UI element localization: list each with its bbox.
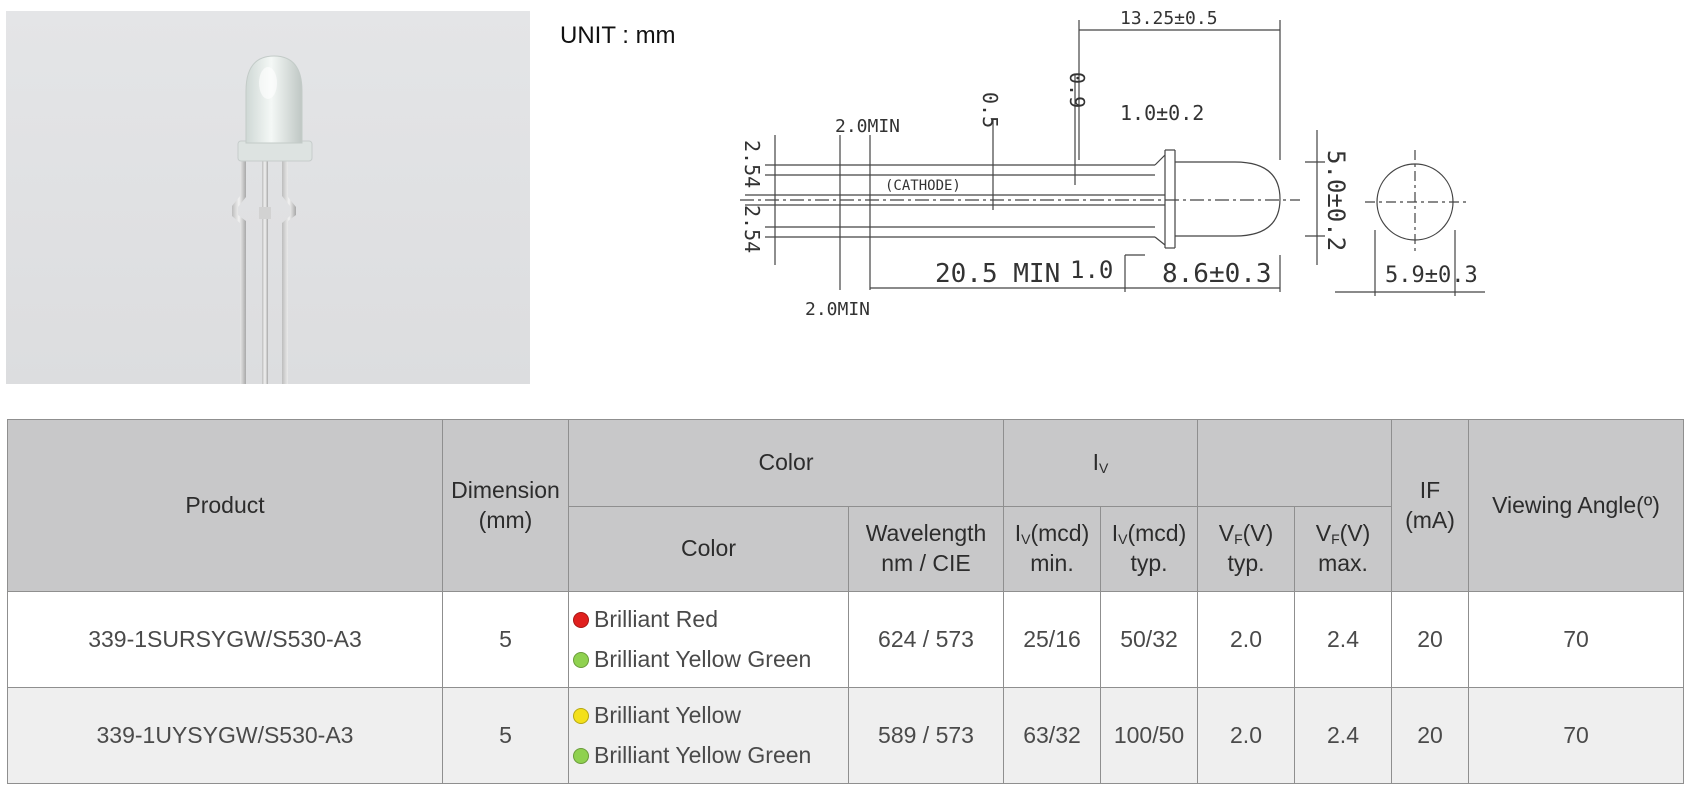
led-image	[232, 55, 313, 384]
header-iv-typ: IV(mcd)typ.	[1099, 506, 1199, 592]
cell-if: 20	[1391, 687, 1470, 784]
dim-1-0: 1.0	[1070, 256, 1113, 284]
color-name: Brilliant Red	[594, 606, 718, 632]
table-row: 339-1UYSYGW/S530-A3 5 Brilliant Yellow B…	[7, 687, 1685, 784]
color-item: Brilliant Yellow Green	[573, 640, 844, 680]
dim-flange-diameter: 5.9±0.3	[1385, 263, 1478, 288]
header-wavelength: Wavelength nm / CIE	[848, 506, 1004, 592]
cell-wavelength: 589 / 573	[848, 687, 1004, 784]
cell-vf-typ: 2.0	[1197, 687, 1296, 784]
header-row-1: Product Dimension (mm) Color IV IF (mA) …	[7, 419, 1685, 592]
cell-viewing-angle: 70	[1468, 591, 1685, 688]
color-item: Brilliant Yellow	[573, 696, 844, 736]
header-row-2: Color Wavelength nm / CIE IV(mcd)min. IV…	[8, 506, 1684, 592]
cell-dimension: 5	[442, 591, 569, 688]
color-dot-icon	[573, 747, 589, 764]
cell-vf-typ: 2.0	[1197, 591, 1296, 688]
color-name: Brilliant Yellow	[594, 702, 742, 728]
header-product: Product	[7, 419, 443, 592]
header-vf-max: VF(V)max.	[1294, 506, 1393, 592]
dim-lead-min-bottom: 2.0MIN	[805, 299, 870, 320]
color-item: Brilliant Yellow Green	[573, 736, 844, 776]
header-if: IF (mA)	[1391, 419, 1470, 592]
table-row: 339-1SURSYGW/S530-A3 5 Brilliant Red Bri…	[7, 591, 1685, 688]
dimension-drawing: 13.25±0.5 2.0MIN 2.0MIN 0.5 0.9 1.0±0.2 …	[740, 8, 1485, 320]
product-photo	[6, 11, 530, 384]
dim-body-length: 8.6±0.3	[1162, 259, 1272, 289]
header-color: Color	[568, 506, 849, 592]
cell-iv-typ: 50/32	[1099, 591, 1199, 688]
color-dot-icon	[573, 707, 589, 724]
cell-color: Brilliant Yellow Brilliant Yellow Green	[568, 687, 849, 784]
header-color-group: Color	[568, 419, 1004, 507]
cell-wavelength: 624 / 573	[848, 591, 1004, 688]
cell-iv-min: 25/16	[1003, 591, 1101, 688]
header-vf-group	[1197, 419, 1393, 507]
dim-body-diameter: 5.0±0.2	[1322, 150, 1350, 251]
dim-total-length: 13.25±0.5	[1120, 8, 1218, 29]
dim-1-0-tol: 1.0±0.2	[1120, 101, 1204, 125]
header-viewing-angle: Viewing Angle(º)	[1468, 419, 1685, 592]
spec-table: Product Dimension (mm) Color IV IF (mA) …	[7, 419, 1685, 784]
dim-lead-min-top: 2.0MIN	[835, 116, 900, 137]
header-iv-min: IV(mcd)min.	[1003, 506, 1101, 592]
color-name: Brilliant Yellow Green	[594, 742, 812, 768]
cell-product: 339-1UYSYGW/S530-A3	[7, 687, 443, 784]
dim-0-9: 0.9	[1065, 72, 1089, 108]
unit-label: UNIT : mm	[560, 22, 676, 49]
color-dot-icon	[573, 611, 589, 628]
color-name: Brilliant Yellow Green	[594, 646, 812, 672]
dim-lead-length: 20.5 MIN	[935, 259, 1060, 289]
color-dot-icon	[573, 651, 589, 668]
header-dimension: Dimension (mm)	[442, 419, 569, 592]
header-vf-typ: VF(V)typ.	[1197, 506, 1296, 592]
header-iv-group: IV	[1002, 419, 1199, 507]
dim-pitch-2: 2.54	[740, 205, 764, 253]
cell-vf-max: 2.4	[1294, 591, 1393, 688]
cell-if: 20	[1391, 591, 1470, 688]
dim-cathode: (CATHODE)	[885, 178, 961, 194]
color-item: Brilliant Red	[573, 600, 844, 640]
cell-dimension: 5	[442, 687, 569, 784]
dim-pitch-1: 2.54	[740, 140, 764, 188]
cell-viewing-angle: 70	[1468, 687, 1685, 784]
cell-iv-min: 63/32	[1003, 687, 1101, 784]
cell-iv-typ: 100/50	[1099, 687, 1199, 784]
cell-vf-max: 2.4	[1294, 687, 1393, 784]
dim-0-5: 0.5	[978, 92, 1002, 128]
cell-product: 339-1SURSYGW/S530-A3	[7, 591, 443, 688]
cell-color: Brilliant Red Brilliant Yellow Green	[568, 591, 849, 688]
